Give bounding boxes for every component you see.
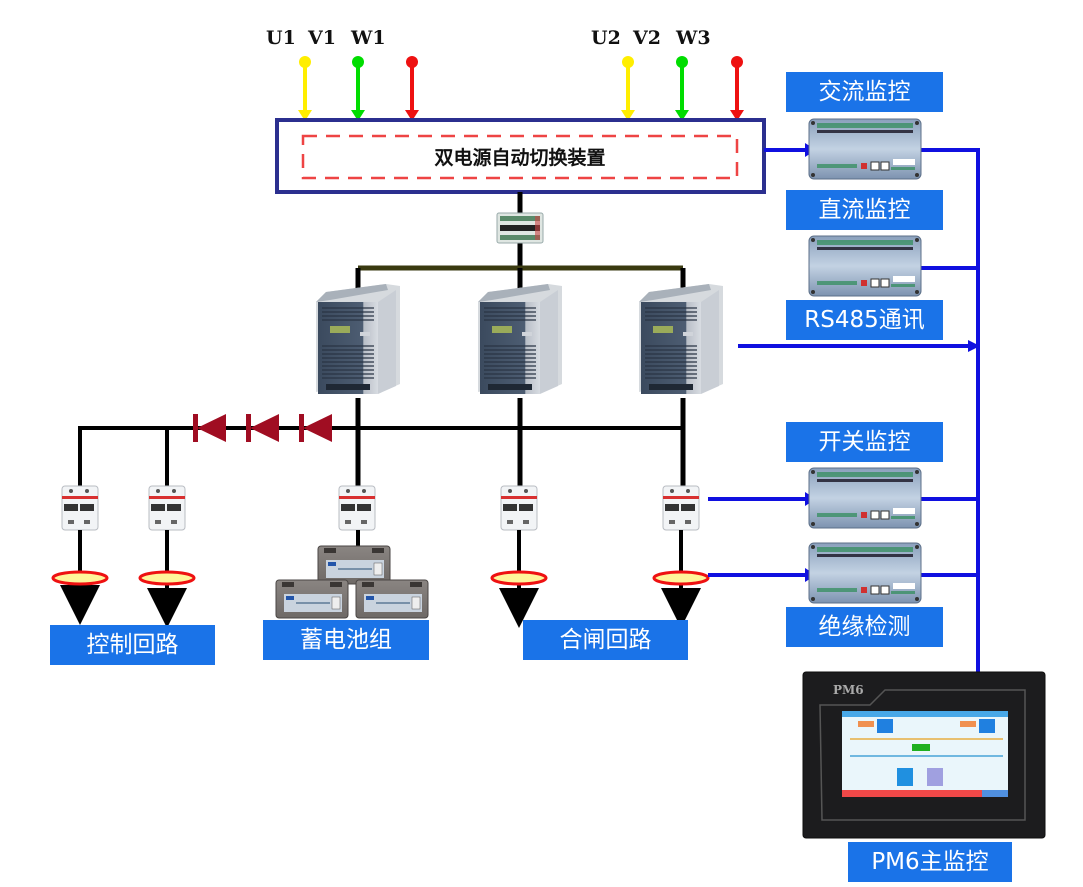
phase-label-u1: U1 [266, 27, 296, 49]
current-sensor-3-icon [490, 570, 548, 586]
breaker-closing-1-icon [500, 485, 538, 531]
breaker-control-2-icon [148, 485, 186, 531]
pm6-touchscreen-device: PM6 [802, 671, 1046, 839]
diode-3-icon [299, 414, 332, 442]
phase-label-w3: W3 [675, 27, 711, 49]
phase-label-u2: U2 [591, 27, 621, 49]
source2-wires [621, 56, 744, 121]
label-rs485: RS485通讯 [786, 300, 943, 340]
dc-monitor-device [808, 235, 922, 297]
label-switch-monitor: 开关监控 [786, 422, 943, 462]
diode-1-icon [193, 414, 226, 442]
main-breaker-icon [496, 212, 544, 244]
switch-monitor-device [808, 467, 922, 529]
ats-title: 双电源自动切换装置 [434, 146, 605, 169]
breaker-battery-icon [338, 485, 376, 531]
current-sensor-1-icon [51, 570, 109, 586]
battery-2-icon [275, 579, 349, 619]
phase-label-v1: V1 [307, 27, 336, 49]
comm-lines [708, 148, 980, 672]
label-pm6-main-monitor: PM6主监控 [848, 842, 1012, 882]
source1-wires [298, 56, 419, 121]
phase-label-w1: W1 [350, 27, 386, 49]
label-dc-monitor: 直流监控 [786, 190, 943, 230]
current-sensor-2-icon [138, 570, 196, 586]
pm6-brand-text: PM6 [833, 683, 864, 697]
phase-label-v2: V2 [632, 27, 661, 49]
diode-2-icon [246, 414, 279, 442]
current-sensor-4-icon [652, 570, 710, 586]
battery-1-icon [317, 545, 391, 585]
label-control-circuit: 控制回路 [50, 625, 215, 665]
ac-monitor-device [808, 118, 922, 180]
ats-device: 双电源自动切换装置 [275, 118, 766, 194]
insulation-monitor-device [808, 542, 922, 604]
label-insulation-detection: 绝缘检测 [786, 607, 943, 647]
label-closing-circuit: 合闸回路 [523, 620, 688, 660]
breaker-closing-2-icon [662, 485, 700, 531]
label-ac-monitor: 交流监控 [786, 72, 943, 112]
label-battery-bank: 蓄电池组 [263, 620, 429, 660]
rectifier-module-2 [477, 283, 563, 395]
rectifier-module-1 [315, 283, 401, 395]
rectifier-module-3 [638, 283, 724, 395]
battery-3-icon [355, 579, 429, 619]
breaker-control-1-icon [61, 485, 99, 531]
